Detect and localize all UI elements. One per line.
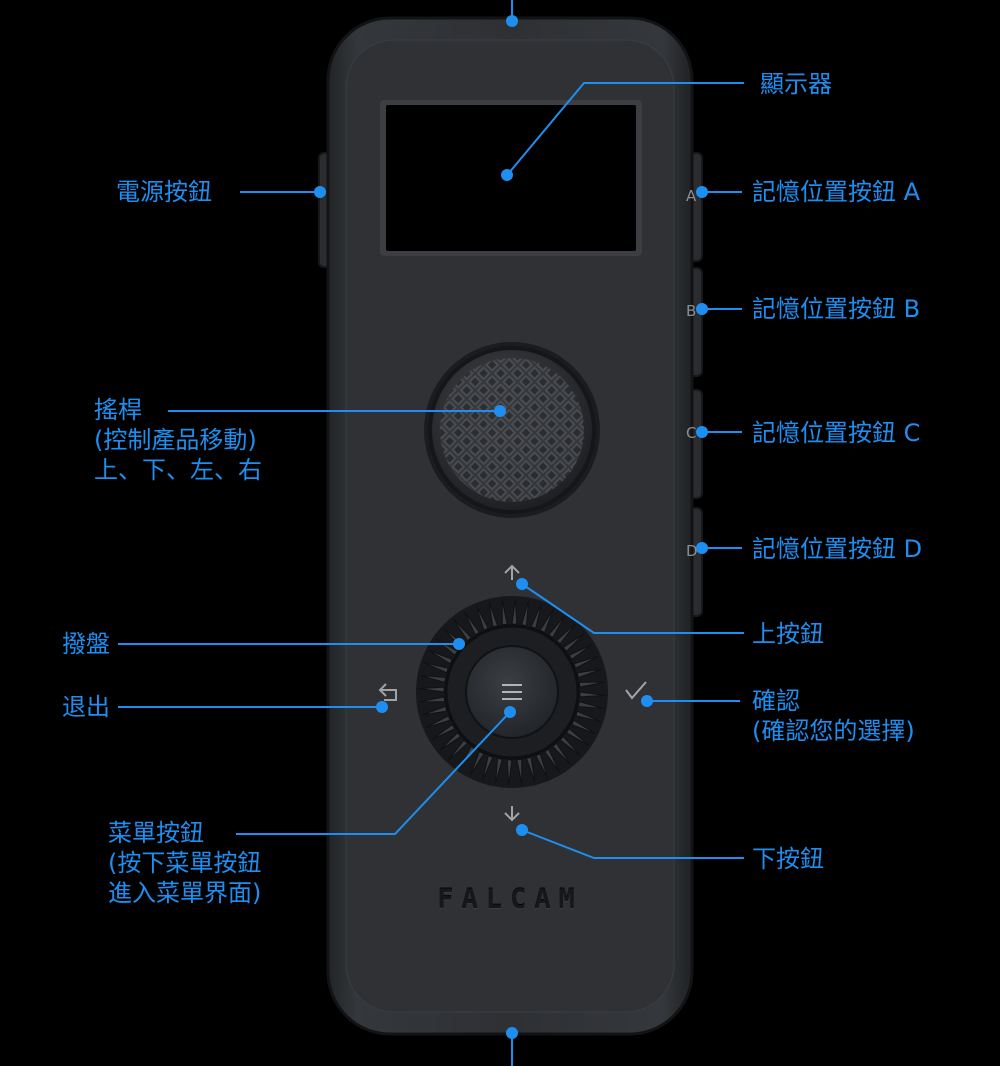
dial-tooth — [535, 753, 549, 779]
dial-tooth — [488, 601, 499, 628]
dial-tooth — [475, 605, 489, 631]
dial-tooth — [577, 701, 604, 710]
dial-tooth — [568, 644, 593, 661]
key-letter-c: C — [686, 424, 696, 442]
dial-tooth — [565, 728, 589, 746]
down-arrow-icon — [504, 806, 520, 822]
dial-tooth — [418, 686, 445, 693]
dot-joystick — [494, 405, 506, 417]
dial-tooth — [562, 633, 585, 652]
label-display: 顯示器 — [760, 70, 832, 98]
dial-tooth — [576, 668, 603, 679]
leader-display — [507, 82, 744, 175]
menu-icon — [502, 684, 522, 700]
dial-tooth — [419, 696, 446, 703]
dial-tooth — [464, 611, 481, 636]
leader-down — [521, 829, 744, 859]
dial-tooth — [431, 723, 456, 740]
label-confirm: 確認 (確認您的選擇) — [752, 687, 915, 745]
dial-tooth — [439, 732, 462, 751]
dial-tooth — [570, 719, 596, 735]
dot-display — [501, 169, 513, 181]
label-mem-a: 記憶位置按鈕 A — [752, 178, 921, 206]
dial-tooth — [501, 599, 508, 626]
back-icon — [378, 683, 397, 701]
dial-tooth — [559, 735, 581, 756]
menu-button[interactable] — [465, 645, 559, 739]
dial-tooth — [516, 758, 523, 785]
dial-tooth — [423, 662, 449, 674]
dial-tooth — [575, 710, 601, 722]
dot-mem-a — [696, 186, 708, 198]
dial-tooth — [511, 598, 518, 625]
dial-tooth — [543, 748, 560, 773]
dial-tooth — [521, 600, 530, 627]
label-mem-b: 記憶位置按鈕 B — [752, 295, 921, 323]
dial-tooth — [506, 759, 513, 786]
up-arrow-icon — [504, 564, 520, 580]
label-mem-d: 記憶位置按鈕 D — [752, 535, 923, 563]
label-mem-c: 記憶位置按鈕 C — [752, 419, 921, 447]
label-joystick: 搖桿 (控制產品移動) 上、下、左、右 — [94, 396, 262, 484]
dot-mem-d — [696, 542, 708, 554]
dot-dial — [453, 638, 465, 650]
dial-tooth — [494, 757, 503, 784]
brand-logo: FALCAM — [437, 884, 583, 915]
dot-menu — [504, 706, 516, 718]
dot-confirm — [641, 695, 653, 707]
label-dial: 撥盤 — [62, 630, 110, 658]
dial-tooth — [539, 608, 555, 634]
dial-tooth — [420, 674, 447, 683]
dial-tooth — [448, 739, 469, 761]
dot-down — [516, 824, 528, 836]
leader-up — [521, 583, 744, 634]
dot-back — [376, 701, 388, 713]
dial-tooth — [453, 619, 472, 642]
dial-tooth — [573, 655, 599, 669]
key-letter-a: A — [686, 187, 697, 205]
label-back: 退出 — [62, 693, 110, 721]
dial-tooth — [555, 623, 576, 645]
dot-bottom — [506, 1027, 518, 1039]
dial-tooth — [579, 691, 606, 698]
label-menu: 菜單按鈕 (按下菜單按鈕 進入菜單界面) — [108, 819, 262, 907]
dot-power — [314, 186, 326, 198]
dial-tooth — [548, 615, 566, 639]
dial-tooth — [578, 681, 605, 688]
joystick[interactable] — [424, 342, 600, 518]
dot-top — [506, 15, 518, 27]
dot-mem-c — [696, 426, 708, 438]
label-down: 下按鈕 — [752, 845, 824, 873]
dial-tooth — [482, 755, 494, 781]
dot-mem-b — [696, 303, 708, 315]
dot-up — [516, 578, 528, 590]
dial-tooth — [552, 742, 571, 765]
check-icon — [625, 681, 647, 700]
device-face — [345, 39, 675, 1013]
dial-tooth — [425, 715, 451, 729]
dial-tooth — [469, 750, 485, 776]
dial-tooth — [421, 705, 448, 716]
key-letter-d: D — [686, 542, 698, 560]
leader-menu — [236, 711, 511, 835]
dial-tooth — [530, 603, 542, 629]
dial-tooth — [428, 649, 454, 665]
dial-tooth — [525, 756, 536, 783]
label-power: 電源按鈕 — [116, 178, 212, 206]
label-up: 上按鈕 — [752, 620, 824, 648]
key-letter-b: B — [686, 302, 696, 320]
